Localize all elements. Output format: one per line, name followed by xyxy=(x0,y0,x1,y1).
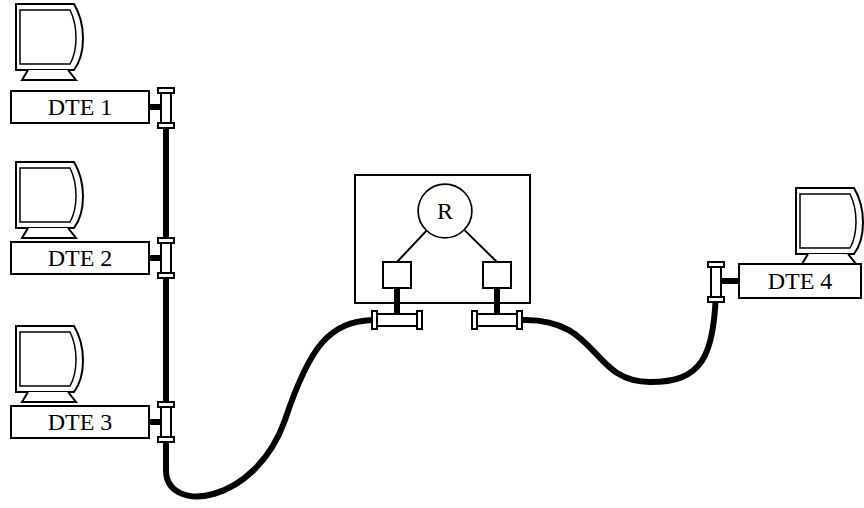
coax-cable xyxy=(150,320,372,496)
repeater-housing xyxy=(355,175,530,303)
coax-cable xyxy=(522,281,738,382)
network-cable xyxy=(150,107,166,258)
monitor xyxy=(16,4,83,80)
dte-box: DTE 3 xyxy=(10,405,150,439)
transceiver xyxy=(483,262,511,288)
network-cable xyxy=(465,231,738,382)
t-connector xyxy=(372,311,422,329)
coax-cable xyxy=(150,258,166,422)
dte-box: DTE 2 xyxy=(10,241,150,275)
node-label: DTE 1 xyxy=(48,95,113,119)
monitor xyxy=(16,162,83,238)
dte-box: DTE 4 xyxy=(738,263,862,299)
node-label: DTE 3 xyxy=(48,410,113,434)
dte-box: DTE 1 xyxy=(10,90,150,124)
internal-wire xyxy=(397,231,426,262)
t-connector xyxy=(158,238,174,278)
t-connector xyxy=(708,262,724,302)
node-label: DTE 4 xyxy=(768,269,833,293)
coax-cable xyxy=(150,107,166,258)
internal-wire xyxy=(465,231,497,262)
network-cable xyxy=(150,231,426,496)
t-connector xyxy=(158,402,174,442)
drop-stub xyxy=(494,288,500,314)
drop-stub xyxy=(394,288,400,314)
t-connector xyxy=(472,311,522,329)
node-label: R xyxy=(437,199,453,223)
node-label: DTE 2 xyxy=(48,246,113,270)
t-connector xyxy=(158,88,174,128)
transceiver xyxy=(383,262,411,288)
repeater-circle: R xyxy=(417,183,473,239)
monitor xyxy=(796,188,863,264)
monitor xyxy=(16,326,83,402)
network-cable xyxy=(150,258,166,422)
